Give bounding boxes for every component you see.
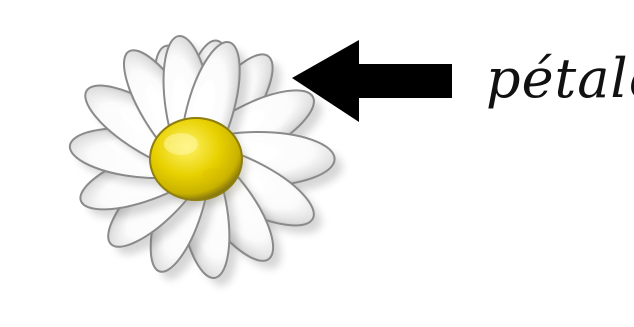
petal-label: pétalo xyxy=(486,52,634,106)
